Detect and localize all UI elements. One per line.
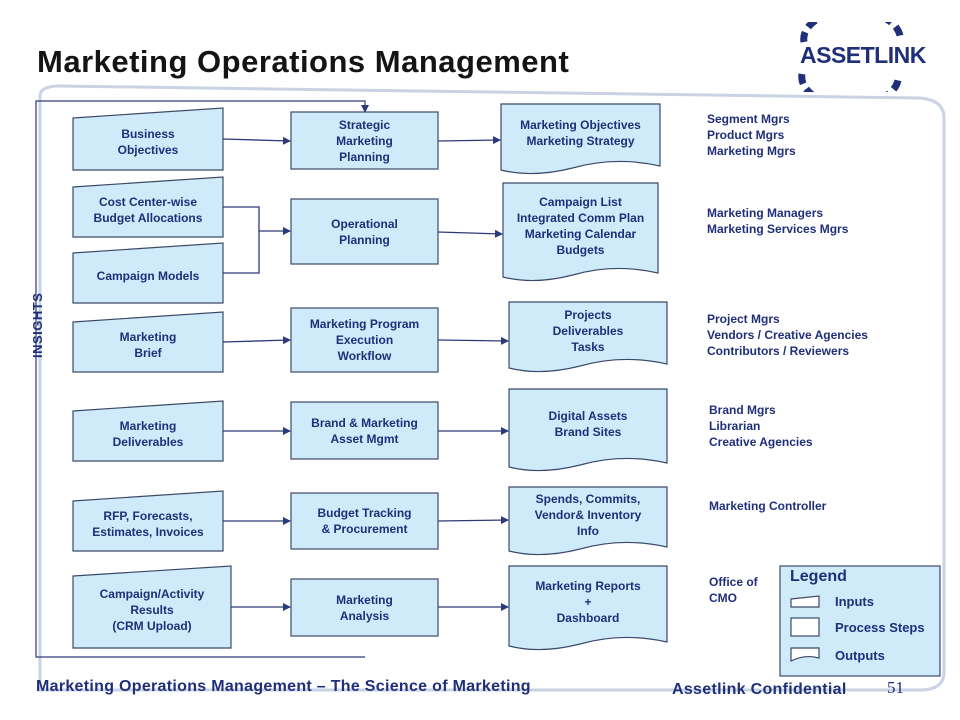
input-label-marketing-deliverables: Marketing Deliverables — [112, 419, 184, 449]
process-box-brand-marketing-asset-mgmt — [290, 401, 439, 460]
input-box-business-objectives — [72, 107, 224, 171]
input-box-marketing-deliverables — [72, 400, 224, 462]
arrow-program-to-projects — [437, 336, 509, 345]
output-label-spends-commits: Spends, Commits, Vendor& Inventory Info — [534, 492, 642, 538]
process-label-marketing-program-execution: Marketing Program Execution Workflow — [309, 317, 420, 363]
process-label-operational-planning: Operational Planning — [331, 216, 398, 247]
footer-confidential: Assetlink Confidential — [672, 681, 847, 698]
arrow-operational-to-campaign — [437, 229, 503, 238]
process-label-brand-marketing-asset-mgmt: Brand & Marketing Asset Mgmt — [311, 415, 418, 446]
legend-inputs-label: Inputs — [835, 594, 874, 609]
arrow-business-to-strategic — [222, 136, 291, 145]
logo-text: ASSETLINK — [800, 42, 926, 68]
role-marketing-controller: Marketing Controller — [709, 499, 827, 513]
arrow-cost-to-operational — [223, 206, 291, 235]
process-box-marketing-program-execution — [290, 307, 439, 373]
legend-process-swatch — [790, 617, 820, 637]
role-marketing-managers: Marketing Managers Marketing Services Mg… — [707, 206, 849, 236]
role-project-mgrs: Project Mgrs Vendors / Creative Agencies… — [707, 312, 868, 358]
insights-label: INSIGHTS — [30, 292, 45, 358]
legend-process-label: Process Steps — [835, 620, 925, 635]
page-title: Marketing Operations Management — [37, 44, 570, 79]
output-label-digital-assets: Digital Assets Brand Sites — [548, 409, 628, 439]
input-box-marketing-brief — [72, 311, 224, 373]
role-segment-mgrs: Segment Mgrs Product Mgrs Marketing Mgrs — [707, 112, 796, 158]
input-box-campaign-models — [72, 242, 224, 304]
content-frame — [38, 84, 946, 692]
output-label-objectives-strategy: Marketing Objectives Marketing Strategy — [520, 118, 641, 148]
input-box-rfp-forecasts — [72, 490, 224, 552]
process-label-strategic-marketing-planning: Strategic Marketing Planning — [336, 117, 393, 164]
output-box-marketing-reports — [508, 565, 668, 651]
page-number: 51 — [887, 678, 904, 697]
process-box-operational-planning — [290, 198, 439, 265]
arrow-strategic-to-objectives — [437, 136, 501, 145]
legend-output-swatch — [790, 647, 820, 662]
legend-title: Legend — [790, 568, 847, 585]
process-label-budget-tracking: Budget Tracking & Procurement — [317, 506, 412, 536]
output-label-marketing-reports: Marketing Reports + Dashboard — [535, 579, 641, 625]
input-label-campaign-models: Campaign Models — [96, 269, 200, 283]
arrow-models-to-operational — [223, 231, 260, 274]
process-box-budget-tracking — [290, 492, 439, 550]
footer-title: Marketing Operations Management – The Sc… — [36, 678, 531, 695]
role-office-of-cmo: Office of CMO — [709, 575, 758, 605]
output-box-projects-deliverables — [508, 301, 668, 373]
process-box-strategic-marketing-planning — [290, 111, 439, 170]
legend-outputs-label: Outputs — [835, 648, 885, 663]
input-label-rfp-forecasts: RFP, Forecasts, Estimates, Invoices — [92, 509, 204, 539]
input-box-cost-center-budget — [72, 176, 224, 238]
process-label-marketing-analysis: Marketing Analysis — [336, 592, 393, 623]
output-label-projects-deliverables: Projects Deliverables Tasks — [552, 308, 624, 354]
output-box-digital-assets — [508, 388, 668, 472]
role-brand-mgrs: Brand Mgrs Librarian Creative Agencies — [709, 403, 813, 449]
arrow-budget-to-spends — [437, 516, 509, 525]
output-label-campaign-list: Campaign List Integrated Comm Plan Marke… — [516, 195, 645, 257]
legend-input-swatch — [790, 595, 820, 608]
input-label-business-objectives: Business Objectives — [117, 127, 179, 157]
input-label-marketing-brief: Marketing Brief — [119, 330, 177, 360]
input-label-cost-center-budget: Cost Center-wise Budget Allocations — [93, 195, 203, 225]
output-box-spends-commits — [508, 486, 668, 556]
output-box-objectives-strategy — [500, 103, 661, 175]
insights-feedback-loop — [35, 100, 369, 658]
input-box-campaign-activity-results — [72, 565, 232, 649]
arrow-brief-to-program — [222, 336, 291, 345]
output-box-campaign-list — [502, 182, 659, 282]
input-label-campaign-activity-results: Campaign/Activity Results (CRM Upload) — [99, 587, 205, 633]
